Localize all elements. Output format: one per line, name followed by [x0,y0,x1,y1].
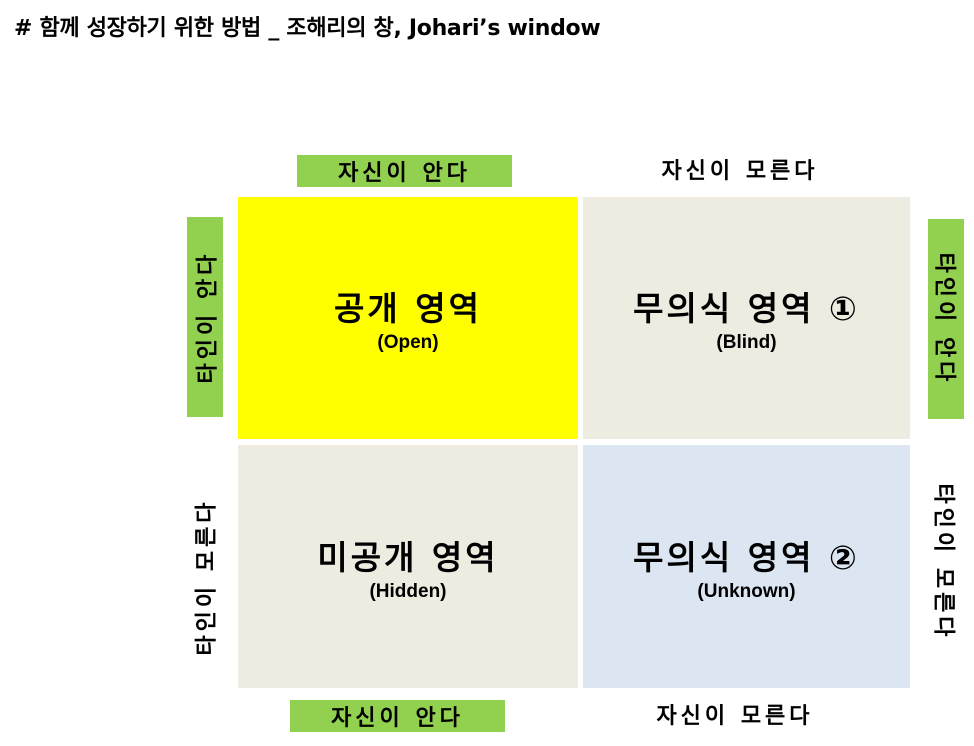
quadrant-hidden-title: 미공개 영역 [317,537,499,577]
quadrant-blind-title: 무의식 영역 ① [633,289,860,328]
quadrant-hidden: 미공개 영역 (Hidden) [238,445,578,688]
label-others-unknown-right-text: 타인이 모른다 [931,483,957,641]
label-self-knows-bottom: 자신이 안다 [290,700,505,732]
quadrant-open-subtitle: (Open) [377,332,439,353]
label-self-knows-bottom-text: 자신이 안다 [331,706,464,731]
label-self-knows-top-text: 자신이 안다 [338,161,471,186]
quadrant-unknown: 무의식 영역 ② (Unknown) [583,445,910,688]
label-self-unknown-bottom-text: 자신이 모른다 [656,704,814,729]
quadrant-hidden-subtitle: (Hidden) [369,580,447,602]
label-others-unknown-left: 타인이 모른다 [187,462,223,692]
label-others-know-right-text: 타인이 안다 [931,252,956,386]
label-self-unknown-bottom: 자신이 모른다 [615,698,855,730]
label-others-know-right: 타인이 안다 [928,219,964,419]
quadrant-open: 공개 영역 (Open) [238,197,578,439]
label-self-unknown-top: 자신이 모른다 [620,153,860,185]
label-others-unknown-right: 타인이 모른다 [928,447,964,677]
page-title: # 함께 성장하기 위한 방법 _ 조해리의 창, Johari’s windo… [14,16,601,41]
quadrant-unknown-subtitle: (Unknown) [697,580,796,602]
label-others-unknown-left-text: 타인이 모른다 [195,498,221,656]
label-self-unknown-top-text: 자신이 모른다 [661,159,819,184]
label-others-know-left-text: 타인이 안다 [195,250,220,384]
quadrant-blind: 무의식 영역 ① (Blind) [583,197,910,439]
quadrant-open-title: 공개 영역 [334,289,482,328]
quadrant-blind-subtitle: (Blind) [716,332,777,353]
label-others-know-left: 타인이 안다 [187,217,223,417]
label-self-knows-top: 자신이 안다 [297,155,512,187]
quadrant-unknown-title: 무의식 영역 ② [633,537,860,577]
